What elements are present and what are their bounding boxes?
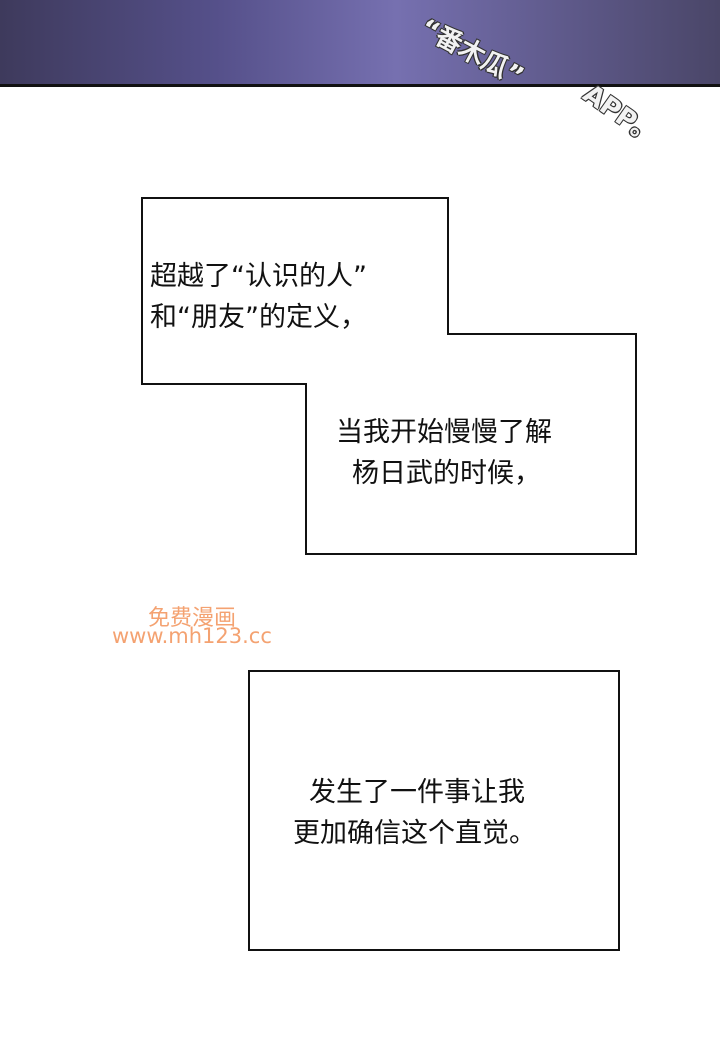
caption-box-3: [248, 670, 620, 951]
caption-line: 杨日武的时候，: [352, 458, 541, 489]
caption-1: 超越了“认识的人” 和“朋友”的定义，: [150, 256, 367, 338]
caption-line: 发生了一件事让我: [309, 777, 525, 808]
caption-line: 和“朋友”的定义，: [150, 302, 367, 333]
caption-line: 超越了“认识的人”: [150, 261, 367, 292]
comic-panel-top: [0, 0, 720, 87]
caption-line: 当我开始慢慢了解: [336, 417, 552, 448]
caption-box-merged: [141, 197, 637, 555]
watermark-title: 免费漫画: [148, 606, 237, 631]
watermark-url: www.mh123.cc: [112, 624, 272, 648]
caption-line: 更加确信这个直觉。: [293, 818, 536, 849]
caption-2: 当我开始慢慢了解 杨日武的时候，: [336, 412, 552, 494]
caption-3: 发生了一件事让我 更加确信这个直觉。: [293, 772, 536, 854]
